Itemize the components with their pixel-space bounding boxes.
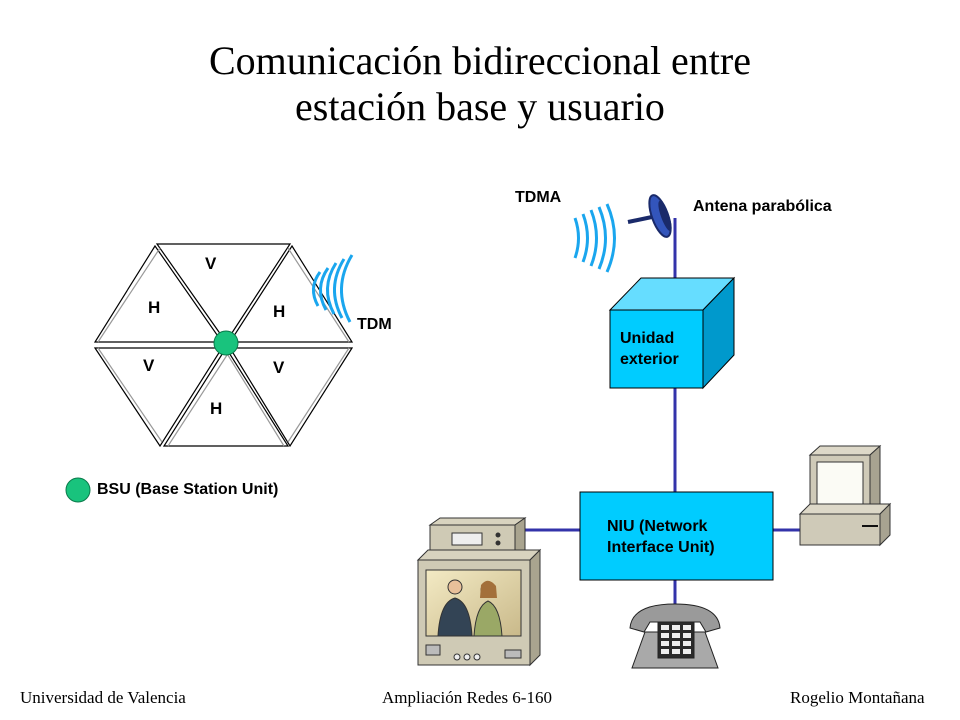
niu-line-2: Interface Unit)	[607, 539, 715, 556]
tdm-signal-waves	[312, 254, 354, 323]
footer-center: Ampliación Redes 6-160	[382, 688, 552, 707]
sector-lower-left	[93, 347, 224, 448]
tdma-signal-waves	[573, 203, 616, 273]
legend-bsu-icon	[65, 477, 91, 503]
sector-label-upper-left: H	[148, 298, 161, 317]
niu-box	[579, 491, 774, 581]
connection-lines	[520, 218, 803, 605]
sector-label-upper-right: H	[273, 302, 286, 321]
outdoor-unit-box	[608, 276, 736, 390]
footer-right: Rogelio Montañana	[790, 688, 925, 707]
sector-label-bottom: H	[210, 399, 223, 418]
outdoor-unit-label: Unidad exterior	[620, 328, 679, 370]
antenna-label: Antena parabólica	[693, 198, 832, 215]
sector-label-lower-left: V	[143, 356, 155, 375]
sector-bottom	[162, 346, 290, 447]
bsu-legend-label: BSU (Base Station Unit)	[97, 481, 279, 498]
niu-line-1: NIU (Network	[607, 518, 708, 535]
tdm-label: TDM	[357, 316, 392, 333]
bsu-node	[213, 330, 239, 356]
computer-icon	[798, 444, 892, 547]
telephone-icon	[629, 603, 721, 669]
title-line-1: Comunicación bidireccional entre	[208, 38, 751, 83]
title-line-2: estación base y usuario	[295, 84, 665, 129]
sector-label-lower-right: V	[273, 358, 285, 377]
tdma-label: TDMA	[515, 189, 562, 206]
niu-label: NIU (Network Interface Unit)	[607, 516, 715, 558]
sector-upper-left	[93, 244, 224, 343]
parabolic-antenna-icon	[627, 194, 672, 238]
slide-title: Comunicación bidireccional entre estació…	[0, 38, 960, 130]
video-terminal-icon	[416, 517, 542, 667]
sector-lower-right	[228, 347, 354, 448]
sector-top	[155, 243, 292, 344]
sector-label-top: V	[205, 254, 217, 273]
outdoor-unit-line-2: exterior	[620, 351, 679, 368]
outdoor-unit-line-1: Unidad	[620, 330, 675, 347]
footer-left: Universidad de Valencia	[20, 688, 186, 707]
